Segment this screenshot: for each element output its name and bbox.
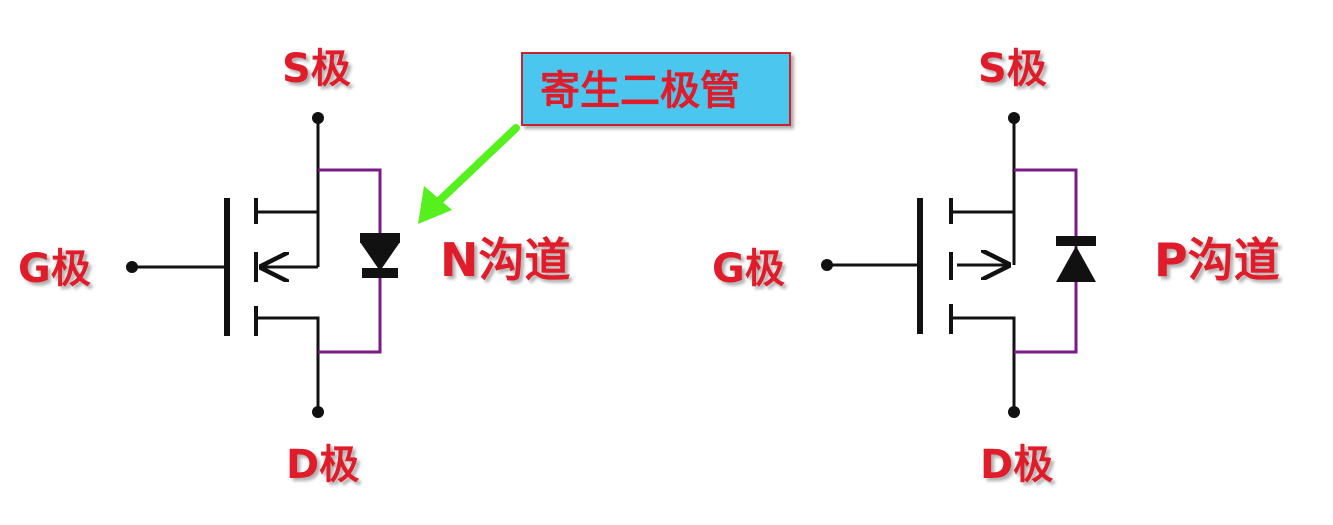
source-wire — [256, 118, 320, 214]
nmos-channel-label: N沟道 — [440, 233, 571, 287]
pmos-symbol: S极 G极 D极 P沟道 — [712, 46, 1280, 488]
diode-icon — [1056, 236, 1096, 282]
source-wire — [951, 118, 1016, 214]
arrow-head — [418, 186, 452, 224]
callout-box — [521, 52, 791, 126]
nmos-source-label: S极 — [282, 46, 351, 92]
pmos-gate-label: G极 — [712, 246, 785, 292]
body-diode-wire — [318, 168, 382, 354]
nmos-drain-label: D极 — [286, 442, 359, 488]
nmos-symbol: S极 G极 D极 N沟道 — [18, 46, 571, 488]
diode-icon — [360, 233, 400, 278]
body-diode-wire — [1014, 168, 1078, 354]
arrow-icon — [434, 124, 520, 206]
pmos-drain-label: D极 — [980, 442, 1053, 488]
pmos-channel-label: P沟道 — [1154, 233, 1280, 287]
nmos-gate-label: G极 — [18, 246, 91, 292]
parasitic-diode-callout: 寄生二极管 — [418, 52, 791, 224]
drain-wire — [951, 316, 1016, 412]
drain-wire — [256, 316, 320, 412]
callout-label: 寄生二极管 — [540, 68, 740, 114]
pmos-source-label: S极 — [978, 46, 1047, 92]
